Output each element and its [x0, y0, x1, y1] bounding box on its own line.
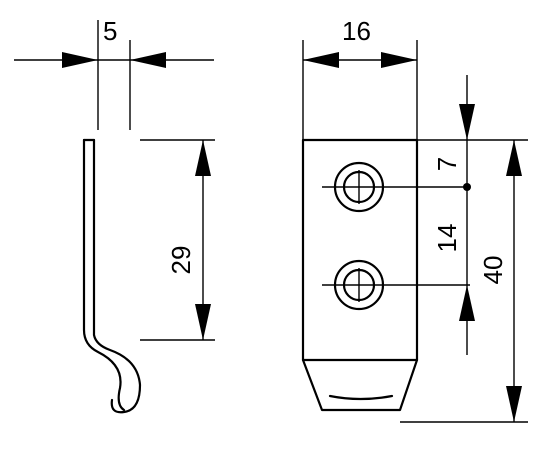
width-label: 16: [342, 16, 371, 46]
bracket-profile-outer: [82, 138, 126, 412]
width-arrow-right: [381, 52, 417, 68]
bracket-profile-inner: [92, 138, 142, 414]
plate-outline: [301, 138, 419, 412]
width-arrow-left: [303, 52, 339, 68]
plate-bottom-lip: [328, 394, 394, 401]
spacing-arrow-bottom: [459, 285, 475, 321]
thickness-label: 5: [103, 16, 117, 46]
thickness-arrow-left: [62, 52, 98, 68]
height-arrow-top: [195, 140, 211, 176]
overall-arrow-top: [506, 140, 522, 176]
height-arrow-bottom: [195, 304, 211, 340]
height-label: 29: [166, 246, 196, 275]
thickness-arrow-right: [130, 52, 166, 68]
overall-arrow-bottom: [506, 386, 522, 422]
offset-dot: [463, 183, 471, 191]
offset-label: 7: [432, 157, 462, 171]
offset-arrow-top: [459, 104, 475, 140]
side-view: 5 29: [14, 16, 215, 414]
overall-label: 40: [478, 256, 508, 285]
spacing-label: 14: [432, 224, 462, 253]
front-view: 16 7 14 40: [301, 16, 528, 423]
